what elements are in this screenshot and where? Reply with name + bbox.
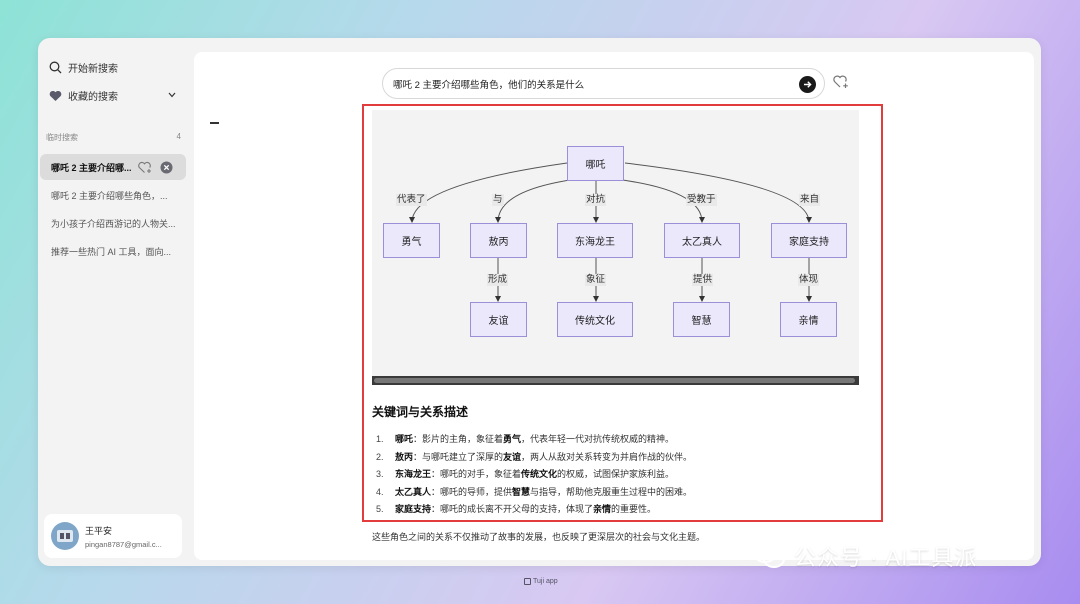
sidebar: 开始新搜索 收藏的搜索 临时搜索 4 哪吒 2 主要介绍哪... 哪吒 bbox=[38, 38, 194, 566]
history-item[interactable]: 为小孩子介绍西游记的人物关... bbox=[40, 210, 186, 236]
node-level1: 家庭支持 bbox=[771, 223, 847, 258]
scrollbar-thumb[interactable] bbox=[374, 378, 855, 383]
main-panel: 哪吒 2 主要介绍哪些角色，他们的关系是什么 bbox=[194, 52, 1034, 560]
submit-button[interactable] bbox=[799, 76, 816, 93]
app-window: 开始新搜索 收藏的搜索 临时搜索 4 哪吒 2 主要介绍哪... 哪吒 bbox=[38, 38, 1041, 566]
edge-label: 来自 bbox=[799, 194, 821, 206]
new-search-button[interactable]: 开始新搜索 bbox=[48, 60, 118, 75]
node-level1: 勇气 bbox=[383, 223, 440, 258]
edge-label: 对抗 bbox=[585, 194, 607, 206]
search-query: 哪吒 2 主要介绍哪些角色，他们的关系是什么 bbox=[393, 79, 585, 91]
edge-label: 与 bbox=[492, 194, 504, 206]
collapse-dash[interactable] bbox=[210, 122, 219, 124]
favorite-add-button[interactable] bbox=[833, 74, 849, 90]
user-profile-card[interactable]: 王平安 pingan8787@gmail.c... bbox=[44, 514, 182, 558]
node-level1: 太乙真人 bbox=[664, 223, 740, 258]
history-item-label: 哪吒 2 主要介绍哪... bbox=[51, 162, 132, 173]
app-logo-icon bbox=[524, 578, 531, 585]
edge-label: 象征 bbox=[585, 274, 607, 286]
edge-label: 受教于 bbox=[686, 194, 717, 206]
new-search-label: 开始新搜索 bbox=[68, 64, 118, 75]
heart-add-icon[interactable] bbox=[137, 161, 152, 174]
edge-label: 代表了 bbox=[396, 194, 427, 206]
list-item: 3.东海龙王：哪吒的对手，象征着传统文化的权威，试图保护家族利益。 bbox=[376, 469, 675, 479]
list-item: 4.太乙真人：哪吒的导师，提供智慧与指导，帮助他克服重生过程中的困难。 bbox=[376, 486, 693, 497]
wechat-icon bbox=[753, 543, 785, 568]
user-email: pingan8787@gmail.c... bbox=[85, 539, 162, 549]
saved-search-button[interactable]: 收藏的搜索 bbox=[48, 88, 176, 103]
node-level1: 东海龙王 bbox=[557, 223, 633, 258]
node-level2: 传统文化 bbox=[557, 302, 633, 337]
relationship-diagram: 哪吒 代表了 与 对抗 受教于 来自 勇气 敖丙 东海龙王 太乙真人 家庭支持 … bbox=[372, 110, 859, 376]
avatar bbox=[51, 522, 79, 550]
arrow-right-icon bbox=[804, 81, 812, 88]
section-title: 临时搜索 bbox=[46, 133, 78, 142]
edge-label: 体现 bbox=[798, 274, 820, 286]
section-count: 4 bbox=[176, 132, 181, 141]
search-icon bbox=[48, 61, 62, 75]
temporary-search-header: 临时搜索 4 bbox=[46, 132, 181, 143]
heart-icon bbox=[48, 89, 62, 103]
node-level1: 敖丙 bbox=[470, 223, 527, 258]
node-level2: 友谊 bbox=[470, 302, 527, 337]
chevron-down-icon bbox=[168, 90, 176, 101]
saved-search-label: 收藏的搜索 bbox=[68, 92, 118, 103]
close-icon[interactable] bbox=[160, 161, 173, 174]
brand-label: Tuji app bbox=[533, 578, 558, 585]
history-item-label: 推荐一些热门 AI 工具，面向... bbox=[51, 246, 172, 257]
user-name: 王平安 bbox=[85, 525, 113, 536]
search-bar[interactable]: 哪吒 2 主要介绍哪些角色，他们的关系是什么 bbox=[382, 68, 825, 99]
heart-add-icon bbox=[833, 75, 848, 88]
highlighted-result: 哪吒 代表了 与 对抗 受教于 来自 勇气 敖丙 东海龙王 太乙真人 家庭支持 … bbox=[362, 104, 883, 522]
history-item[interactable]: 哪吒 2 主要介绍哪... bbox=[40, 154, 186, 180]
node-root: 哪吒 bbox=[567, 146, 624, 181]
history-item-label: 为小孩子介绍西游记的人物关... bbox=[51, 218, 176, 229]
keywords-title: 关键词与关系描述 bbox=[372, 405, 469, 419]
horizontal-scrollbar[interactable] bbox=[372, 376, 859, 385]
keywords-list: 1.哪吒：影片的主角，象征着勇气，代表年轻一代对抗传统权威的精神。 2.敖丙：与… bbox=[372, 432, 692, 520]
history-item[interactable]: 推荐一些热门 AI 工具，面向... bbox=[40, 238, 186, 264]
summary-text: 这些角色之间的关系不仅推动了故事的发展，也反映了更深层次的社会与文化主题。 bbox=[372, 532, 706, 542]
footer-brand: Tuji app bbox=[524, 578, 558, 585]
node-level2: 智慧 bbox=[673, 302, 730, 337]
watermark-text: 公众号 · AI工具派 bbox=[794, 545, 978, 570]
edge-label: 形成 bbox=[487, 274, 509, 286]
node-level2: 亲情 bbox=[780, 302, 837, 337]
list-item: 2.敖丙：与哪吒建立了深厚的友谊，两人从敌对关系转变为并肩作战的伙伴。 bbox=[376, 451, 693, 462]
watermark: 公众号 · AI工具派 bbox=[752, 540, 977, 572]
list-item: 5.家庭支持：哪吒的成长离不开父母的支持，体现了亲情的重要性。 bbox=[376, 504, 657, 514]
list-item: 1.哪吒：影片的主角，象征着勇气，代表年轻一代对抗传统权威的精神。 bbox=[376, 434, 675, 444]
edge-label: 提供 bbox=[692, 274, 714, 286]
history-item[interactable]: 哪吒 2 主要介绍哪些角色，... bbox=[40, 182, 186, 208]
history-item-label: 哪吒 2 主要介绍哪些角色，... bbox=[51, 190, 168, 201]
